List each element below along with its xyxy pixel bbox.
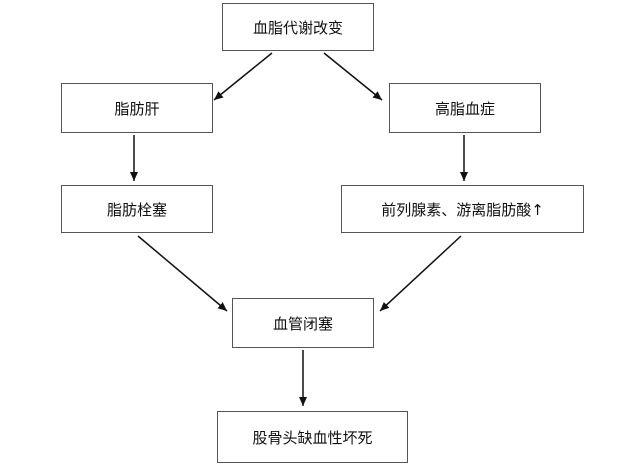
arrow-prostaglandin-to-vascular-occlusion [379, 235, 462, 312]
node-label: 血脂代谢改变 [252, 18, 343, 37]
node-femoral-head-necrosis: 股骨头缺血性坏死 [217, 411, 408, 463]
node-label: 前列腺素、游离脂肪酸↑ [381, 200, 544, 219]
node-vascular-occlusion: 血管闭塞 [232, 298, 374, 348]
node-label: 股骨头缺血性坏死 [252, 428, 373, 447]
node-label: 脂肪肝 [114, 99, 160, 118]
node-label: 血管闭塞 [272, 314, 333, 333]
arrow-fat-embolism-to-vascular-occlusion [137, 235, 228, 312]
arrow-metabolism-to-fatty-liver [213, 52, 273, 101]
node-fat-embolism: 脂肪栓塞 [61, 185, 213, 233]
node-label: 高脂血症 [434, 99, 495, 118]
node-fatty-liver: 脂肪肝 [61, 83, 213, 133]
node-lipid-metabolism-change: 血脂代谢改变 [222, 3, 374, 51]
node-prostaglandin-free-fatty-acid: 前列腺素、游离脂肪酸↑ [341, 185, 584, 233]
node-hyperlipidemia: 高脂血症 [389, 83, 541, 133]
arrow-metabolism-to-hyperlipidemia [323, 52, 383, 101]
node-label: 脂肪栓塞 [106, 200, 167, 219]
